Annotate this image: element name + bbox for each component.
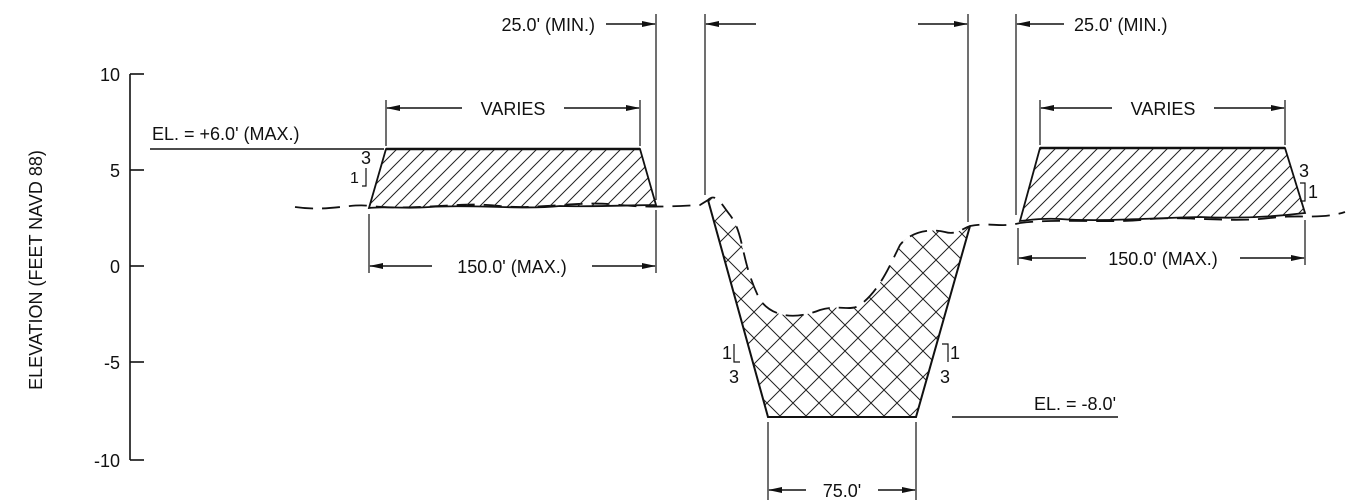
channel-bottom-label: 75.0' (823, 481, 861, 501)
varies-right-label: VARIES (1131, 99, 1196, 119)
axis-title: ELEVATION (FEET NAVD 88) (26, 150, 46, 390)
buffer-right-label: 25.0' (MIN.) (1074, 15, 1167, 35)
buffer-left-label: 25.0' (MIN.) (502, 15, 595, 35)
width-right-label: 150.0' (MAX.) (1108, 249, 1217, 269)
el-min-label: EL. = -8.0' (1034, 394, 1116, 414)
left-varies-dim: VARIES (385, 99, 641, 146)
tick-label: 5 (110, 161, 120, 181)
slope-h: 3 (729, 367, 739, 387)
right-width-dim: 150.0' (MAX.) (1017, 220, 1306, 269)
tick-label: -10 (94, 451, 120, 471)
channel-left-slope: 1 3 (722, 343, 740, 387)
el-max-label: EL. = +6.0' (MAX.) (152, 124, 300, 144)
left-buffer-dim: 25.0' (MIN.) (502, 14, 756, 200)
slope-h: 3 (940, 367, 950, 387)
slope-h: 3 (361, 148, 371, 168)
slope-v: 1 (1308, 182, 1318, 202)
tick-label: 0 (110, 257, 120, 277)
right-berm (1018, 147, 1307, 223)
left-width-dim: 150.0' (MAX.) (368, 210, 657, 277)
right-varies-dim: VARIES (1039, 99, 1286, 145)
slope-h: 3 (1299, 161, 1309, 181)
channel-bottom-dim: 75.0' (767, 422, 917, 501)
left-berm-slope: 3 1 (350, 148, 371, 187)
right-berm-slope: 3 1 (1299, 161, 1318, 202)
varies-left-label: VARIES (481, 99, 546, 119)
slope-v: 1 (950, 343, 960, 363)
slope-v: 1 (350, 170, 359, 187)
dredged-channel (708, 197, 970, 417)
right-buffer-dim: 25.0' (MIN.) (918, 14, 1167, 222)
channel-right-slope: 1 3 (940, 343, 960, 387)
y-axis: 10 5 0 -5 -10 ELEVATION (FEET NAVD 88) (26, 65, 144, 471)
tick-label: -5 (104, 353, 120, 373)
tick-label: 10 (100, 65, 120, 85)
width-left-label: 150.0' (MAX.) (457, 257, 566, 277)
slope-v: 1 (722, 343, 732, 363)
left-berm (367, 148, 658, 210)
